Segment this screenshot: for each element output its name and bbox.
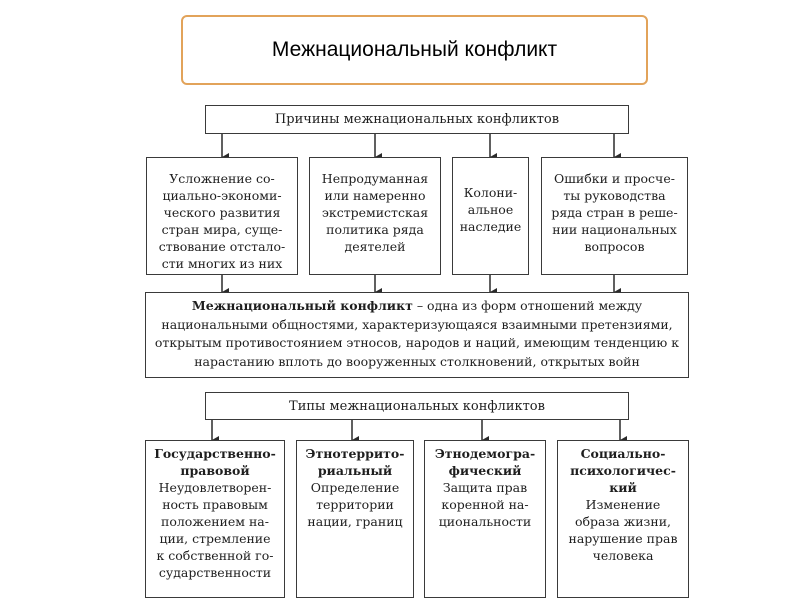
type-desc-3: Защита прав коренной на- циональности [438,480,532,529]
type-desc-1: Неудовлетворен- ность правовым положение… [156,480,274,580]
type-name-3: Этнодемогра- фический [434,446,536,478]
causes-header: Причины межнациональных конфликтов [205,105,629,134]
type-desc-2: Определение территории нации, границ [307,480,403,529]
type-name-1: Государственно- правовой [154,446,276,478]
cause-box-1: Усложнение со- циально-экономи- ческого … [146,157,298,275]
type-name-4: Социально- психологичес- кий [570,446,676,495]
type-name-2: Этнотеррито- риальный [305,446,405,478]
definition-box: Межнациональный конфликт – одна из форм … [145,292,689,378]
page-title: Межнациональный конфликт [181,15,648,85]
cause-text-3: Колони- альное наследие [459,185,522,234]
cause-box-4: Ошибки и просче- ты руководства ряда стр… [541,157,688,275]
types-header: Типы межнациональных конфликтов [205,392,629,420]
type-box-4: Социально- психологичес- кий Изменение о… [557,440,689,598]
type-box-3: Этнодемогра- фический Защита прав коренн… [424,440,546,598]
cause-text-1: Усложнение со- циально-экономи- ческого … [158,171,286,271]
definition-text: – одна из форм отношений между националь… [154,298,680,369]
type-box-2: Этнотеррито- риальный Определение террит… [296,440,414,598]
cause-box-3: Колони- альное наследие [452,157,529,275]
definition-term: Межнациональный конфликт [191,298,413,313]
type-box-1: Государственно- правовой Неудовлетворен-… [145,440,285,598]
cause-text-4: Ошибки и просче- ты руководства ряда стр… [551,171,678,254]
type-desc-4: Изменение образа жизни, нарушение прав ч… [568,497,678,563]
cause-box-2: Непродуманная или намеренно экстремистск… [309,157,441,275]
cause-text-2: Непродуманная или намеренно экстремистск… [321,171,429,254]
